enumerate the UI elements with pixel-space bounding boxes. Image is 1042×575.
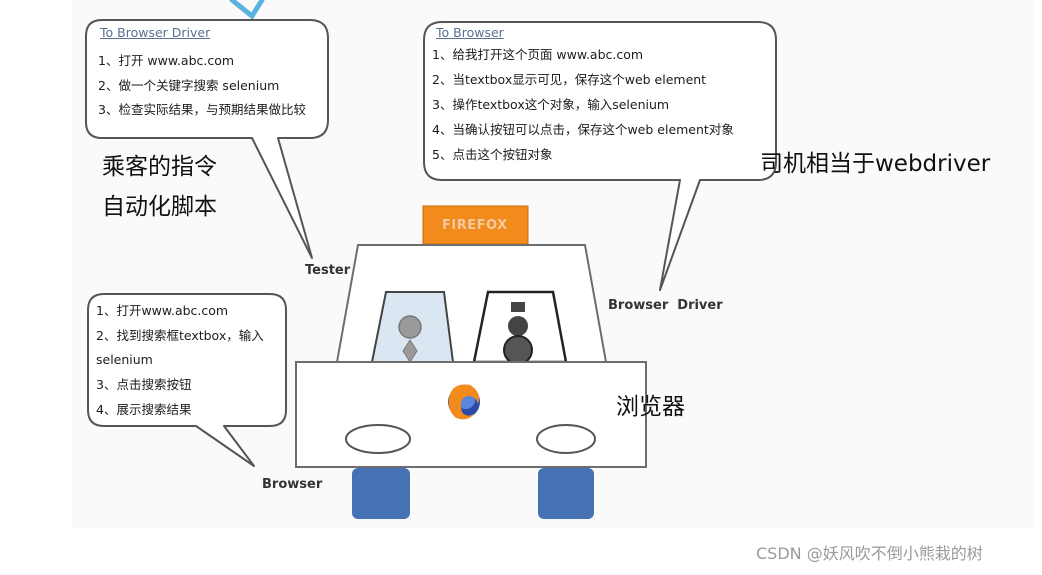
- firefox-icon: [448, 384, 480, 420]
- right-tire: [538, 468, 594, 519]
- left-headlight: [345, 424, 411, 454]
- driver-figure-wheel: [503, 335, 533, 365]
- roof-sign: [422, 205, 529, 245]
- tester-bubble-heading: To Browser Driver: [100, 25, 211, 40]
- left-tire: [352, 468, 410, 519]
- tester-bubble-item: 2、做一个关键字搜索 selenium: [98, 78, 280, 93]
- driver-bubble-item: 1、给我打开这个页面 www.abc.com: [432, 47, 644, 62]
- browser-bubble-item: 1、打开www.abc.com: [96, 303, 229, 318]
- driver-analogy-label: 司机相当于webdriver: [760, 151, 991, 177]
- driver-figure-head: [508, 316, 528, 336]
- driver-bubble-item: 3、操作textbox这个对象，输入selenium: [432, 97, 670, 112]
- driver-figure-hat: [511, 302, 525, 312]
- tester-bubble-item: 1、打开 www.abc.com: [98, 53, 235, 68]
- tester-speech-bubble: [85, 19, 329, 259]
- partial-arrow-icon: [229, 0, 265, 20]
- driver-bubble-heading: To Browser: [436, 25, 504, 40]
- roof-sign-label: FIREFOX: [442, 218, 508, 233]
- browser-bubble-item: 2、找到搜索框textbox，输入: [96, 328, 264, 343]
- automation-script-label: 自动化脚本: [102, 194, 217, 220]
- passenger-label: 乘客的指令: [102, 154, 217, 180]
- tester-label: Tester: [305, 263, 351, 278]
- browser-bubble-item: 4、展示搜索结果: [96, 402, 192, 417]
- right-headlight: [536, 424, 596, 454]
- driver-speech-bubble: [423, 21, 777, 291]
- browser-cn-label: 浏览器: [616, 394, 685, 420]
- tester-bubble-item: 3、检查实际结果，与预期结果做比较: [98, 102, 306, 117]
- passenger-figure-head: [398, 315, 422, 339]
- driver-bubble-item: 4、当确认按钮可以点击，保存这个web element对象: [432, 122, 734, 137]
- browser-speech-bubble: [87, 293, 287, 467]
- browser-bubble-item: 3、点击搜索按钮: [96, 377, 192, 392]
- driver-bubble-item: 2、当textbox显示可见，保存这个web element: [432, 72, 707, 87]
- watermark: CSDN @妖风吹不倒小熊栽的树: [756, 544, 983, 563]
- browser-driver-label: Browser Driver: [608, 298, 723, 313]
- driver-bubble-item: 5、点击这个按钮对象: [432, 147, 553, 162]
- browser-bubble-item: selenium: [96, 352, 153, 367]
- browser-label: Browser: [262, 477, 323, 492]
